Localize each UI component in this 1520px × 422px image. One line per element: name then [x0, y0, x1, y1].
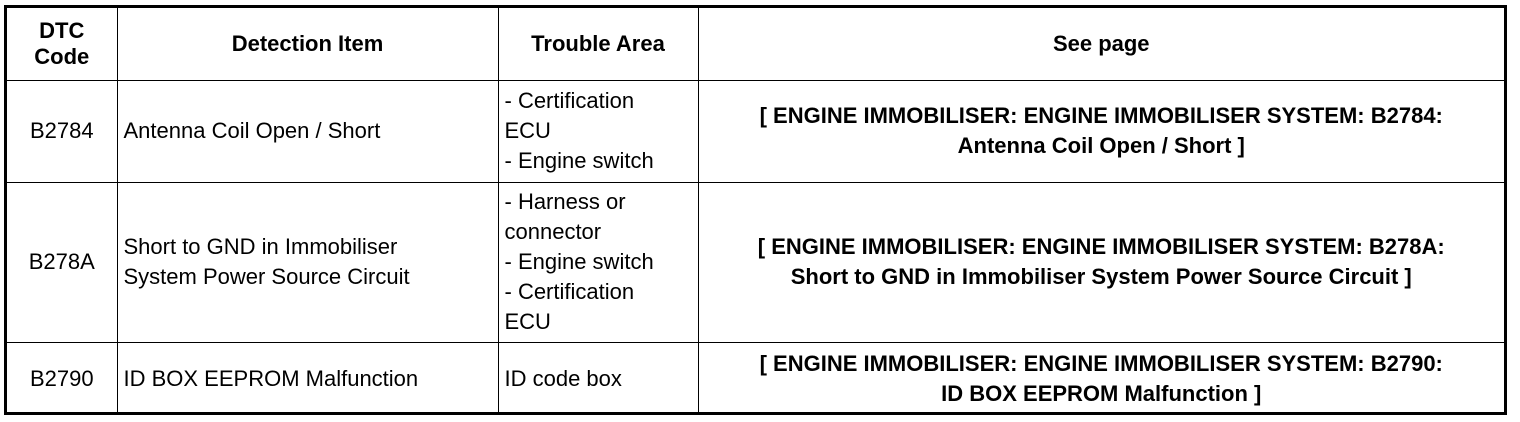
see-page-link[interactable]: [ ENGINE IMMOBILISER: ENGINE IMMOBILISER… — [697, 341, 1504, 415]
table-header-row: DTC Code Detection Item Trouble Area See… — [7, 8, 1504, 81]
detection-item-line: Antenna Coil Open / Short — [123, 118, 381, 143]
see-page-line: [ ENGINE IMMOBILISER: ENGINE IMMOBILISER… — [757, 234, 1445, 259]
see-page-line: [ ENGINE IMMOBILISER: ENGINE IMMOBILISER… — [759, 350, 1443, 376]
detection-item-line: ID BOX EEPROM Malfunction — [123, 365, 419, 391]
table-row: B2784 Antenna Coil Open / Short - Certif… — [7, 79, 1504, 183]
table-row: B2790 ID BOX EEPROM Malfunction ID code … — [7, 341, 1504, 415]
header-dtc-code: DTC Code — [7, 8, 118, 81]
trouble-area-line: ECU — [504, 309, 551, 334]
trouble-area-cell: - Harness or connector - Engine switch -… — [497, 181, 699, 343]
dtc-table-frame: DTC Code Detection Item Trouble Area See… — [4, 5, 1507, 415]
see-page-line: ID BOX EEPROM Malfunction ] — [941, 380, 1262, 406]
trouble-area-line: - Engine switch — [504, 249, 654, 274]
trouble-area-line: - Harness or — [504, 189, 626, 214]
see-page-link[interactable]: [ ENGINE IMMOBILISER: ENGINE IMMOBILISER… — [697, 79, 1504, 183]
trouble-area-line: ID code box — [504, 365, 622, 391]
trouble-area-cell: ID code box — [497, 341, 699, 415]
detection-item-cell: ID BOX EEPROM Malfunction — [116, 341, 499, 415]
header-see-page: See page — [697, 8, 1504, 81]
see-page-line: Short to GND in Immobiliser System Power… — [790, 264, 1412, 289]
trouble-area-line: ECU — [504, 118, 551, 143]
detection-item-cell: Antenna Coil Open / Short — [116, 79, 499, 183]
dtc-code-cell: B2790 — [7, 341, 118, 415]
trouble-area-line: - Certification — [504, 88, 635, 113]
header-trouble-area: Trouble Area — [497, 8, 699, 81]
trouble-area-line: - Certification — [504, 279, 635, 304]
trouble-area-cell: - Certification ECU - Engine switch — [497, 79, 699, 183]
dtc-code-cell: B278A — [7, 181, 118, 343]
header-dtc-code-line: DTC — [39, 17, 85, 43]
see-page-line: [ ENGINE IMMOBILISER: ENGINE IMMOBILISER… — [759, 103, 1443, 128]
see-page-line: Antenna Coil Open / Short ] — [957, 133, 1245, 158]
detection-item-line: Short to GND in Immobiliser — [123, 234, 398, 259]
trouble-area-line: connector — [504, 219, 602, 244]
detection-item-cell: Short to GND in Immobiliser System Power… — [116, 181, 499, 343]
see-page-link[interactable]: [ ENGINE IMMOBILISER: ENGINE IMMOBILISER… — [697, 181, 1504, 343]
trouble-area-line: - Engine switch — [504, 148, 654, 173]
table-row: B278A Short to GND in Immobiliser System… — [7, 181, 1504, 343]
header-detection-item: Detection Item — [116, 8, 499, 81]
header-dtc-code-line: Code — [34, 43, 90, 69]
detection-item-line: System Power Source Circuit — [123, 264, 410, 289]
dtc-table: DTC Code Detection Item Trouble Area See… — [7, 8, 1504, 415]
dtc-code-cell: B2784 — [7, 79, 118, 183]
